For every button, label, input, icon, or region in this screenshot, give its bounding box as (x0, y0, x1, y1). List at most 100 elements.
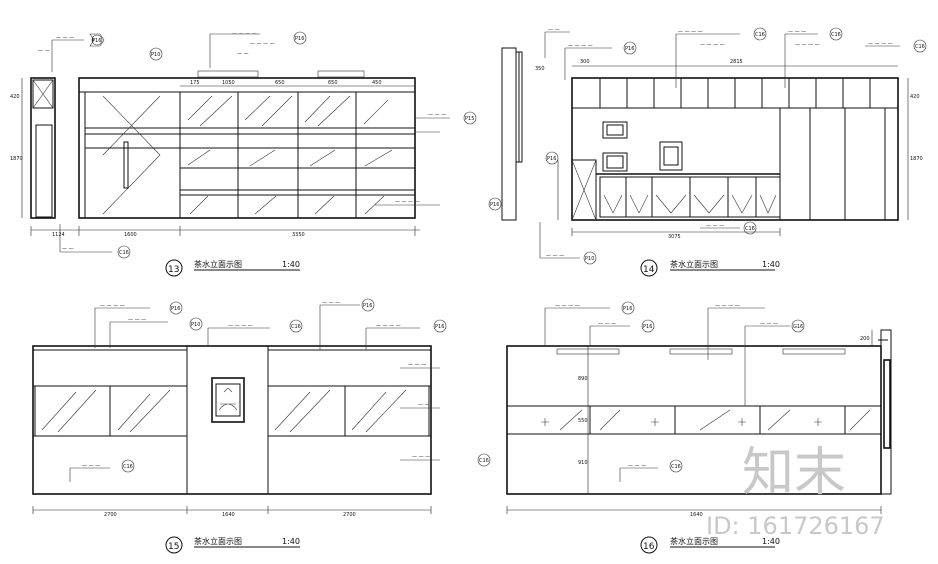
svg-text:200: 200 (860, 336, 870, 342)
drawing-scale-14: 1:40 (762, 260, 780, 269)
dim-14-top-1: 300 (580, 59, 590, 65)
svg-text:C16: C16 (479, 458, 489, 464)
dim-13-top-5: 450 (372, 80, 382, 86)
tag-14-6: P16 (488, 197, 502, 211)
svg-text:— — — —: — — — — (228, 323, 253, 329)
drawing-title-15: 茶水立面示图 (194, 536, 242, 546)
tag-14-5: P16 (545, 151, 559, 165)
elevation-13: 175 1050 650 650 450 1124 1600 3350 420 … (10, 31, 477, 277)
svg-text:— —: — — (38, 48, 50, 54)
svg-text:— —: — — (418, 402, 430, 408)
svg-text:C16: C16 (745, 226, 755, 232)
tag-15-1: P16 (169, 301, 183, 315)
svg-text:G16: G16 (793, 324, 803, 330)
svg-text:P16: P16 (490, 202, 499, 208)
svg-text:— — — —: — — — — (100, 303, 125, 309)
dim-13-top-4: 650 (328, 80, 338, 86)
svg-text:— — — —: — — — — (700, 42, 725, 48)
svg-text:— — — —: — — — — (715, 303, 740, 309)
svg-text:— — — —: — — — — (868, 41, 893, 47)
tag-14-3: C16 (829, 27, 843, 41)
svg-text:— — —: — — — (408, 362, 426, 368)
svg-text:P16: P16 (623, 306, 632, 312)
svg-text:— — — —: — — — — (376, 323, 401, 329)
svg-text:— — — —: — — — — (555, 303, 580, 309)
svg-text:— — — —: — — — — (232, 31, 257, 37)
svg-text:P16: P16 (547, 156, 556, 162)
dim-15-bottom-1: 2700 (104, 512, 117, 518)
svg-text:P16: P16 (435, 324, 444, 330)
tag-16-1: P16 (621, 301, 635, 315)
watermark-brand: 知末 (742, 443, 846, 503)
tag-14-8: P10 (583, 251, 597, 265)
dim-13-top-3: 650 (275, 80, 285, 86)
tag-13-5: C16 (117, 245, 131, 259)
svg-text:— — —: — — — (546, 253, 564, 259)
svg-text:P16: P16 (92, 38, 101, 44)
watermark: 知末 ID: 161726167 (706, 443, 885, 540)
svg-text:— —: — — (62, 246, 74, 252)
tag-14-1: P16 (623, 41, 637, 55)
svg-text:— — —: — — — (322, 300, 340, 306)
dim-14-top-3: 350 (535, 66, 545, 72)
tag-14-2: C16 (753, 27, 767, 41)
svg-text:— — — —: — — — — (795, 42, 820, 48)
svg-text:P15: P15 (465, 116, 474, 122)
dim-16-left-2: 550 (578, 418, 588, 424)
svg-text:— — —: — — — (788, 29, 806, 35)
svg-text:C16: C16 (915, 44, 925, 50)
svg-text:— — — —: — — — — (395, 199, 420, 205)
svg-text:— — — —: — — — — (678, 29, 703, 35)
dim-15-bottom-2: 1640 (222, 512, 235, 518)
tag-16-4: C16 (669, 459, 683, 473)
dim-14-right-1: 420 (910, 94, 920, 100)
svg-text:P16: P16 (295, 36, 304, 42)
dim-15-bottom-3: 2700 (343, 512, 356, 518)
elevation-15: 2700 1640 2700 — — — — — — — — — — — — —… (32, 298, 491, 554)
svg-text:P10: P10 (151, 52, 160, 58)
svg-text:— —: — — (548, 27, 560, 33)
svg-text:— — —: — — — (428, 112, 446, 118)
svg-text:P16: P16 (625, 46, 634, 52)
tag-13-3: P16 (293, 31, 307, 45)
svg-text:— — — —: — — — — (250, 41, 275, 47)
drawing-title-13: 茶水立面示图 (194, 259, 242, 269)
dim-16-left-1: 890 (578, 376, 588, 382)
svg-text:— — — —: — — — — (568, 43, 593, 49)
title-15: 15 茶水立面示图 1:40 (165, 536, 300, 554)
dim-14-right-2: 1870 (910, 156, 923, 162)
tag-15-6: C16 (121, 459, 135, 473)
drawing-title-16: 茶水立面示图 (670, 536, 718, 546)
title-16: 16 茶水立面示图 1:40 (640, 536, 780, 554)
svg-text:P16: P16 (363, 303, 372, 309)
dim-14-top-2: 2815 (730, 59, 743, 65)
svg-text:— — —: — — — (56, 35, 74, 41)
svg-text:C16: C16 (119, 250, 129, 256)
elevation-14: 300 2815 350 3075 420 1870 — — — — — — —… (488, 27, 927, 277)
svg-text:C16: C16 (831, 32, 841, 38)
elevation-16: 1640 890 550 910 200 — — — — — — — — — —… (506, 301, 892, 554)
watermark-id: ID: 161726167 (706, 512, 885, 540)
dim-13-top-2: 1050 (222, 80, 235, 86)
drawing-number-16: 16 (643, 542, 655, 552)
tag-16-3: G16 (791, 319, 805, 333)
svg-text:— — —: — — — (128, 317, 146, 323)
tag-14-7: C16 (743, 221, 757, 235)
svg-text:P16: P16 (171, 306, 180, 312)
dim-13-bottom-1: 1124 (52, 232, 65, 238)
svg-text:P10: P10 (191, 322, 200, 328)
tag-14-4: C16 (913, 39, 927, 53)
dim-13-left-1: 420 (10, 94, 20, 100)
title-14: 14 茶水立面示图 1:40 (640, 259, 780, 277)
tag-15-7: C16 (477, 453, 491, 467)
tag-15-5: P16 (433, 319, 447, 333)
tag-13-2: P10 (149, 47, 163, 61)
dim-13-top-1: 175 (190, 80, 200, 86)
svg-text:— — —: — — — (628, 463, 646, 469)
tag-15-2: P10 (189, 317, 203, 331)
svg-text:— — —: — — — (412, 454, 430, 460)
drawing-number-13: 13 (168, 265, 179, 275)
svg-text:P10: P10 (585, 256, 594, 262)
tag-13-1: P16 (89, 33, 105, 47)
